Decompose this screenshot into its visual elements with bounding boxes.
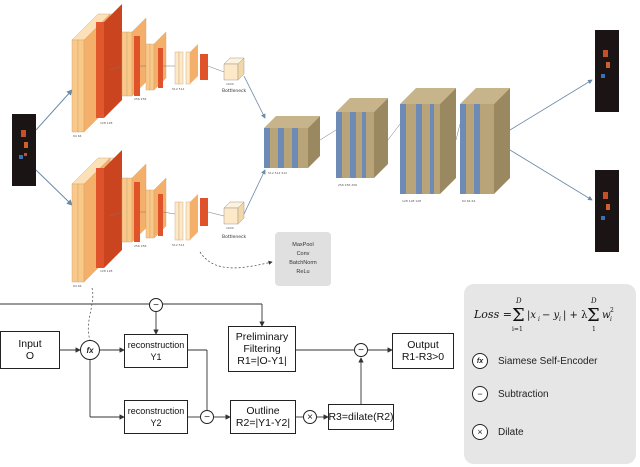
- enc-bot-label-5: 1024: [226, 226, 234, 230]
- dilate-formula: R3=dilate(R2): [328, 411, 394, 423]
- block-legend-batchnorm: BatchNorm: [289, 260, 317, 266]
- times-icon: ×: [472, 424, 488, 440]
- block-legend: MaxPool Conv BatchNorm ReLu: [275, 232, 331, 286]
- legend-label-dilate: Dilate: [498, 426, 524, 438]
- dec-label-4: 64 64 64: [462, 199, 475, 203]
- dec-label-3: 128 128 128: [402, 199, 421, 203]
- dec-label-1: 512 512 512: [268, 171, 287, 175]
- prelim-title-2: Filtering: [243, 343, 281, 355]
- recon-y2-var: Y2: [150, 418, 162, 428]
- outline-formula: R2=|Y1-Y2|: [235, 417, 291, 429]
- input-image: [12, 114, 36, 186]
- enc-bot-label-2: 128 128: [100, 269, 112, 273]
- bottleneck-bottom-label: Bottleneck: [222, 234, 246, 240]
- reconstruction-y1-box: reconstruction Y1: [124, 334, 188, 368]
- svg-text:i: i: [538, 316, 540, 323]
- svg-text:Σ: Σ: [512, 305, 525, 326]
- block-legend-maxpool: MaxPool: [292, 242, 314, 248]
- legend-item-subtraction: − Subtraction: [472, 386, 549, 402]
- outline-box: Outline R2=|Y1-Y2|: [230, 400, 296, 434]
- svg-text:i: i: [559, 316, 561, 323]
- legend-panel: Loss = Σ D i=1 |x i − y i | + λ Σ D 1 w …: [464, 284, 636, 464]
- subtraction-node-output: −: [354, 343, 368, 357]
- bottleneck-bottom: [223, 201, 245, 225]
- bottleneck-top-label: Bottleneck: [222, 88, 246, 94]
- input-box: Input O: [0, 331, 60, 369]
- outline-title: Outline: [246, 405, 280, 417]
- dec-label-2: 256 256 256: [338, 183, 357, 187]
- prelim-title-1: Preliminary: [235, 331, 289, 343]
- svg-text:D: D: [515, 297, 522, 305]
- encoder-top: [71, 4, 245, 133]
- enc-top-label-4: 512 512: [172, 87, 184, 91]
- preliminary-filtering-box: Preliminary Filtering R1=|O-Y1|: [228, 326, 296, 372]
- svg-text:− y: − y: [542, 310, 560, 321]
- input-var: O: [25, 350, 35, 362]
- minus-icon: −: [472, 386, 488, 402]
- subtraction-node-top: −: [149, 298, 163, 312]
- recon-y2-title: reconstruction: [127, 406, 185, 416]
- output-image-top: [595, 30, 619, 112]
- enc-top-label-1: 64 64: [73, 134, 82, 138]
- svg-text:i=1: i=1: [512, 326, 523, 333]
- legend-label-siamese: Siamese Self-Encoder: [498, 355, 598, 367]
- reconstruction-y2-box: reconstruction Y2: [124, 400, 188, 434]
- enc-top-label-2: 128 128: [100, 121, 112, 125]
- output-title: Output: [407, 339, 439, 351]
- output-image-bottom: [595, 170, 619, 252]
- enc-bot-label-1: 64 64: [73, 284, 82, 288]
- svg-text:2: 2: [610, 307, 614, 314]
- encoder-bottom: [71, 150, 245, 283]
- legend-label-subtraction: Subtraction: [498, 388, 549, 400]
- svg-text:Loss =: Loss =: [473, 308, 512, 321]
- recon-y1-title: reconstruction: [127, 340, 185, 350]
- enc-bot-label-4: 512 512: [172, 243, 184, 247]
- legend-item-dilate: × Dilate: [472, 424, 524, 440]
- dilate-box: R3=dilate(R2): [328, 404, 394, 430]
- svg-text:|x: |x: [527, 310, 536, 321]
- svg-text:w: w: [602, 310, 611, 321]
- fx-icon: fx: [472, 353, 488, 369]
- output-box: Output R1-R3>0: [392, 333, 454, 369]
- bottleneck-top: [223, 57, 245, 81]
- decoder: [264, 88, 510, 194]
- input-title: Input: [18, 338, 42, 350]
- svg-text:| + λ: | + λ: [563, 310, 588, 321]
- subtraction-node-outline: −: [200, 410, 214, 424]
- legend-item-siamese: fx Siamese Self-Encoder: [472, 353, 598, 369]
- recon-y1-var: Y1: [150, 352, 162, 362]
- loss-formula: Loss = Σ D i=1 |x i − y i | + λ Σ D 1 w …: [472, 294, 632, 334]
- enc-bot-label-3: 256 256: [134, 244, 146, 248]
- svg-text:D: D: [590, 297, 597, 305]
- svg-text:i: i: [610, 316, 612, 323]
- block-legend-relu: ReLu: [296, 269, 310, 275]
- siamese-encoder-node: fx: [80, 340, 100, 360]
- dilate-node: ×: [303, 410, 317, 424]
- svg-text:Σ: Σ: [587, 305, 600, 326]
- enc-top-label-3: 256 256: [134, 97, 146, 101]
- svg-text:1: 1: [592, 326, 596, 333]
- output-formula: R1-R3>0: [401, 351, 445, 363]
- enc-top-label-5: 1024: [226, 82, 234, 86]
- prelim-formula: R1=|O-Y1|: [237, 355, 287, 367]
- block-legend-conv: Conv: [296, 251, 310, 257]
